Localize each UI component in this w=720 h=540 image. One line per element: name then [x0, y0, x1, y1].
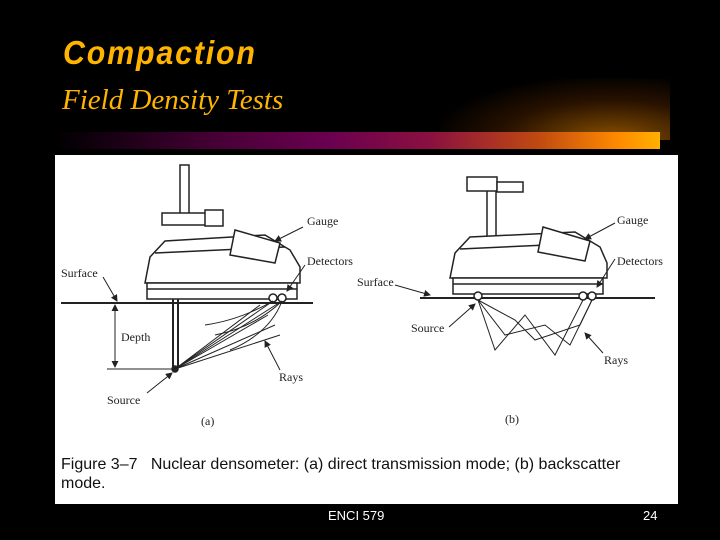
label-source-a: Source [107, 393, 140, 407]
label-detectors-a: Detectors [307, 254, 353, 268]
slide-subtitle: Field Density Tests [62, 84, 284, 116]
panel-b [394, 176, 655, 356]
title-bar-glow [440, 78, 670, 140]
label-detectors-b: Detectors [617, 254, 663, 268]
label-surface-a: Surface [61, 266, 98, 280]
figure-caption: Figure 3–7 Nuclear densometer: (a) direc… [61, 455, 661, 493]
handle-rod-a [179, 164, 190, 221]
caption-text: Nuclear densometer: (a) direct transmiss… [61, 456, 621, 492]
label-surface-b: Surface [357, 275, 394, 289]
densometer-diagram: Gauge Detectors Surface Depth Rays Sourc… [61, 164, 663, 428]
label-panel-a: (a) [201, 414, 214, 428]
caption-lead: Figure 3–7 [61, 456, 138, 473]
footer-course: ENCI 579 [328, 508, 385, 523]
gauge-base-b [452, 277, 604, 295]
handle-rod-b [486, 184, 497, 241]
panel-a [61, 164, 313, 394]
title-underline-bar [55, 132, 660, 149]
rays-b [477, 299, 593, 356]
label-gauge-b: Gauge [617, 213, 648, 227]
rays-a [174, 300, 283, 370]
label-depth-a: Depth [121, 330, 150, 344]
gauge-display-a [229, 229, 281, 264]
gauge-display-b [537, 226, 591, 262]
label-rays-a: Rays [279, 370, 303, 384]
label-source-b: Source [411, 321, 444, 335]
label-panel-b: (b) [505, 412, 519, 426]
label-rays-b: Rays [604, 353, 628, 367]
slide-title: Compaction [63, 34, 257, 71]
slide-number: 24 [643, 508, 658, 523]
gauge-base-a [146, 282, 298, 300]
label-gauge-a: Gauge [307, 214, 338, 228]
densometer-figure: Gauge Detectors Surface Depth Rays Sourc… [55, 155, 678, 504]
